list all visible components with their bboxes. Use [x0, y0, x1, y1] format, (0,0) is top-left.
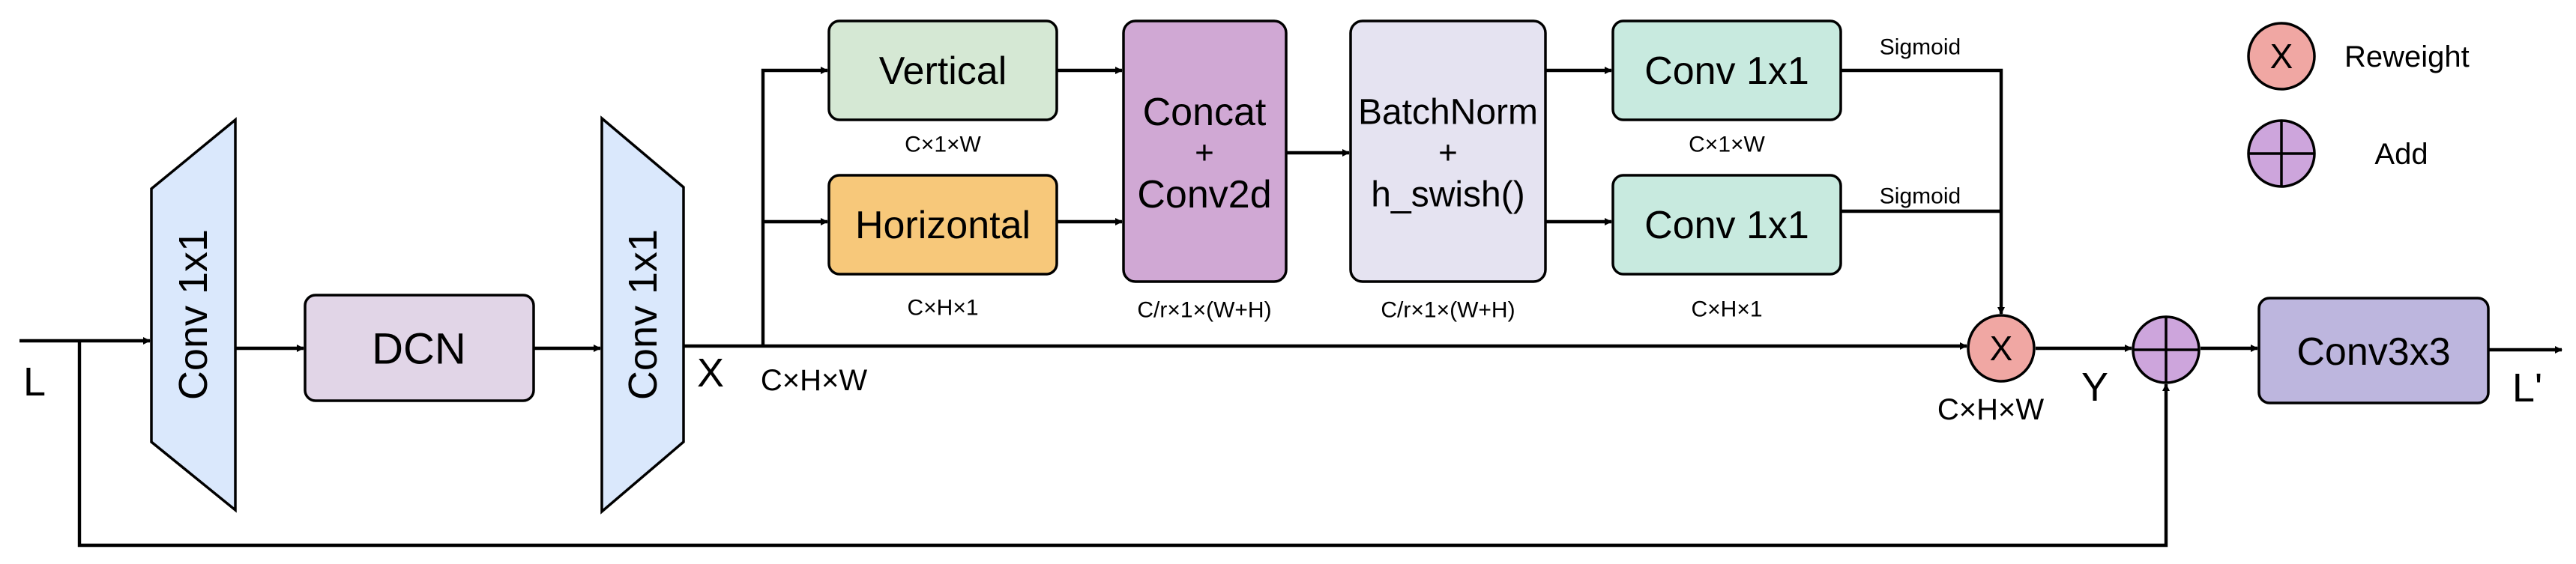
reweight-circle — [1967, 314, 2036, 383]
conv-top-label: Conv 1x1 — [1644, 49, 1809, 93]
conv2-label: Conv 1x1 — [621, 229, 666, 400]
edge-x-to-vertical — [761, 67, 828, 346]
conv-bottom-dims: C×H×1 — [1691, 297, 1762, 322]
conv1-block: Conv 1x1 — [150, 117, 237, 513]
legend-reweight-circle — [2247, 22, 2316, 91]
horizontal-box — [827, 174, 1058, 276]
vertical-block: Vertical C×1×W — [827, 19, 1058, 157]
dcn-box — [304, 294, 535, 402]
concat-box — [1122, 19, 1288, 283]
sigmoid-bottom-label: Sigmoid — [1880, 184, 1961, 209]
conv-top-dims: C×1×W — [1689, 133, 1765, 157]
reweight-symbol: X — [1990, 329, 2013, 368]
output-label: L' — [2512, 366, 2542, 410]
conv1-label: Conv 1x1 — [171, 229, 216, 400]
legend: X Reweight Add — [2247, 22, 2470, 188]
dcn-label: DCN — [372, 325, 466, 374]
conv3x3-block: Conv3x3 — [2257, 297, 2490, 404]
edge-conv-top-to-reweight — [1841, 68, 2005, 315]
batchnorm-box — [1349, 19, 1547, 283]
legend-reweight-symbol: X — [2270, 37, 2293, 76]
add-node — [2132, 315, 2201, 384]
legend-add-label: Add — [2374, 138, 2428, 171]
vertical-label: Vertical — [879, 49, 1007, 93]
x-dims-label: C×H×W — [761, 364, 867, 397]
horizontal-dims: C×H×1 — [907, 296, 978, 321]
batchnorm-label-line-1: BatchNorm — [1358, 93, 1538, 133]
conv-top-block: Conv 1x1 C×1×W Sigmoid — [1611, 19, 1961, 157]
conv-bottom-label: Conv 1x1 — [1644, 204, 1809, 247]
y-label: Y — [2081, 365, 2108, 410]
conv-bottom-block: Conv 1x1 C×H×1 Sigmoid — [1611, 174, 1961, 322]
conv1-trapezoid — [150, 117, 237, 513]
concat-dims: C/r×1×(W+H) — [1137, 298, 1271, 323]
conv3x3-label: Conv3x3 — [2296, 330, 2450, 374]
batchnorm-dims: C/r×1×(W+H) — [1381, 298, 1515, 323]
conv2-block: Conv 1x1 — [600, 115, 685, 515]
dcn-block: DCN — [304, 294, 535, 402]
vertical-dims: C×1×W — [905, 133, 981, 157]
batchnorm-label-line-2: + — [1438, 135, 1458, 172]
conv2-trapezoid — [600, 115, 685, 515]
horizontal-block: Horizontal C×H×1 — [827, 174, 1058, 321]
concat-block: Concat + Conv2d C/r×1×(W+H) — [1122, 19, 1288, 323]
input-label: L — [23, 360, 46, 404]
edge-skip-connection — [77, 341, 2170, 548]
concat-label-line-1: Concat — [1143, 91, 1267, 134]
reweight-node: X C×H×W — [1937, 314, 2044, 426]
concat-label-line-2: + — [1195, 135, 1214, 172]
x-label: X — [697, 351, 724, 395]
horizontal-label: Horizontal — [855, 204, 1031, 247]
conv3x3-box — [2257, 297, 2490, 404]
batchnorm-block: BatchNorm + h_swish() C/r×1×(W+H) — [1349, 19, 1547, 323]
vertical-box — [827, 19, 1058, 121]
connectors — [19, 67, 2563, 548]
sigmoid-top-label: Sigmoid — [1880, 35, 1961, 60]
concat-label-line-3: Conv2d — [1137, 173, 1271, 216]
conv-bottom-box — [1611, 174, 1842, 276]
batchnorm-label-line-3: h_swish() — [1371, 175, 1524, 215]
conv-top-box — [1611, 19, 1842, 121]
legend-reweight-label: Reweight — [2344, 40, 2470, 73]
reweight-dims: C×H×W — [1937, 393, 2044, 426]
